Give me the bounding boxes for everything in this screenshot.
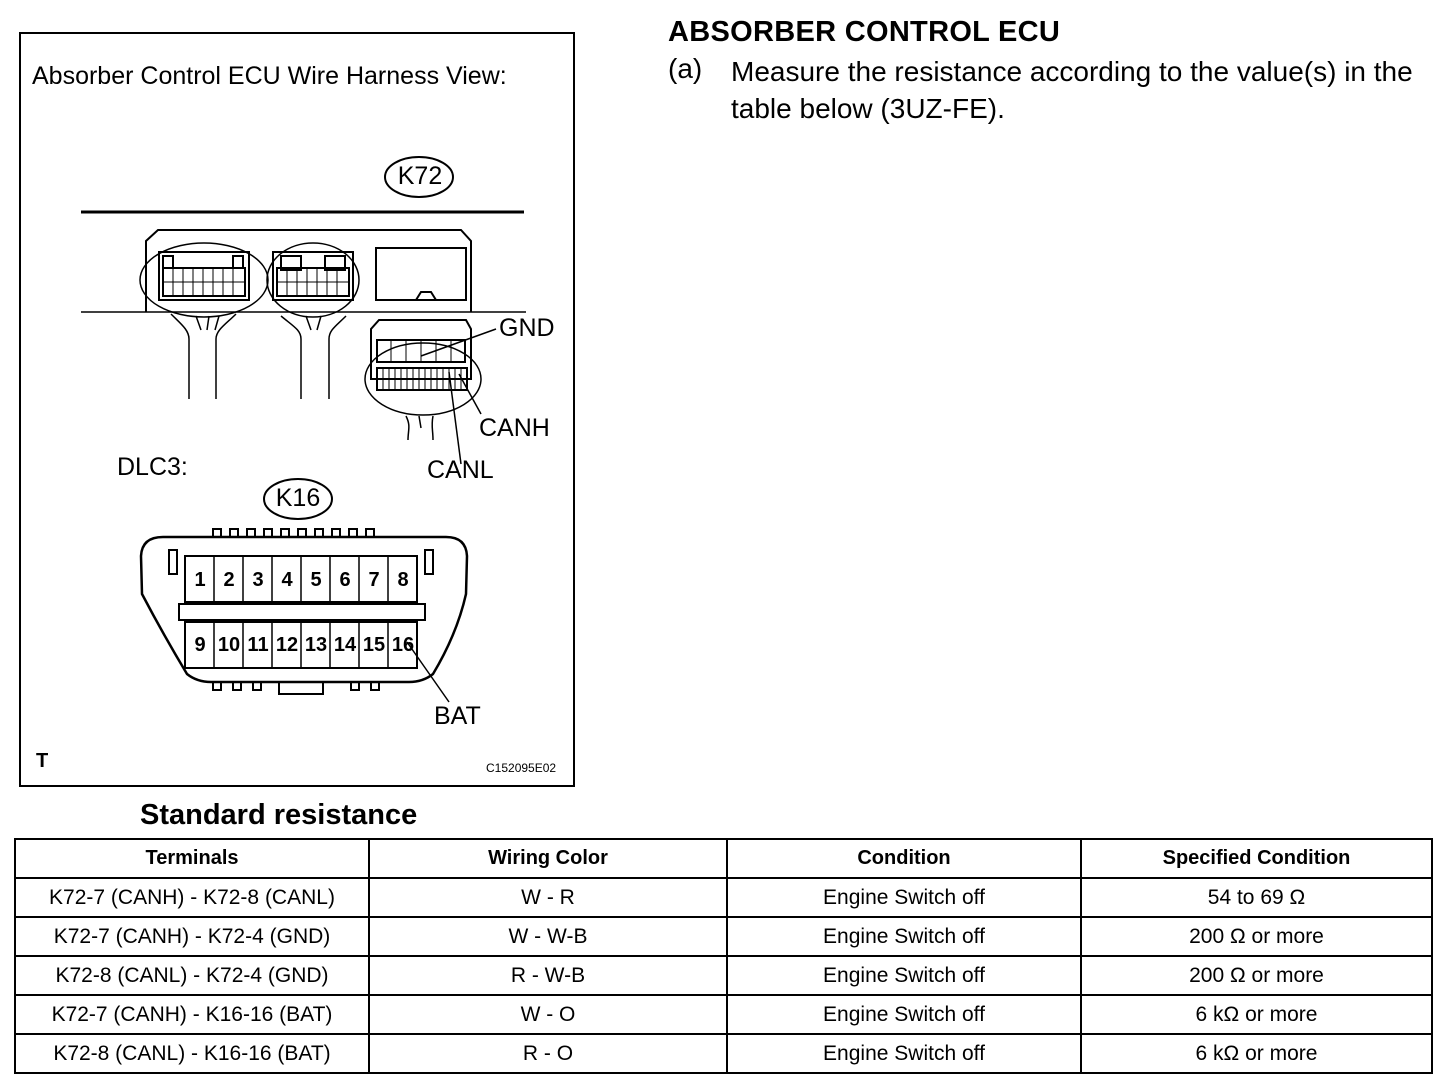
table-row: K72-7 (CANH) - K72-8 (CANL) W - R Engine… [14,877,1433,918]
table-row: K72-8 (CANL) - K16-16 (BAT) R - O Engine… [14,1033,1433,1074]
table-cell: 200 Ω or more [1080,955,1433,996]
table-row: K72-7 (CANH) - K16-16 (BAT) W - O Engine… [14,994,1433,1035]
table-cell: 54 to 69 Ω [1080,877,1433,918]
step-label: (a) [668,53,703,84]
table-cell: K72-8 (CANL) - K16-16 (BAT) [14,1033,370,1074]
dlc-pin: 2 [223,569,235,591]
column-header: Terminals [14,838,370,879]
figure-title: Absorber Control ECU Wire Harness View: [32,62,507,90]
dlc-pin: 13 [304,634,328,656]
bat-label: BAT [434,702,481,730]
table-cell: W - O [368,994,728,1035]
table-cell: K72-7 (CANH) - K72-8 (CANL) [14,877,370,918]
table-cell: R - O [368,1033,728,1074]
harness-drawing [81,156,526,703]
dlc-pin: 3 [252,569,264,591]
figure-code: C152095E02 [486,761,557,775]
dlc-pin: 10 [217,634,241,656]
corner-mark: T [36,750,49,772]
table-cell: Engine Switch off [726,994,1082,1035]
table-row: K72-7 (CANH) - K72-4 (GND) W - W-B Engin… [14,916,1433,957]
k16-connector-label: K16 [275,484,321,512]
column-header: Condition [726,838,1082,879]
table-header-row: Terminals Wiring Color Condition Specifi… [14,838,1433,879]
standard-resistance-table: Terminals Wiring Color Condition Specifi… [14,838,1433,1074]
dlc-pin: 7 [368,569,380,591]
table-cell: W - R [368,877,728,918]
table-row: K72-8 (CANL) - K72-4 (GND) R - W-B Engin… [14,955,1433,996]
table-cell: 200 Ω or more [1080,916,1433,957]
dlc3-label: DLC3: [117,453,188,481]
step-text: Measure the resistance according to the … [731,56,1413,124]
k72-callout-ellipse [384,156,454,198]
gnd-label: GND [499,314,555,342]
table-cell: K72-8 (CANL) - K72-4 (GND) [14,955,370,996]
column-header: Specified Condition [1080,838,1433,879]
table-cell: K72-7 (CANH) - K72-4 (GND) [14,916,370,957]
dlc-pin: 11 [247,634,269,656]
table-cell: K72-7 (CANH) - K16-16 (BAT) [14,994,370,1035]
table-title: Standard resistance [140,799,418,831]
dlc-pin: 12 [275,634,299,656]
dlc-pin: 4 [281,569,293,591]
dlc-pin: 14 [333,634,357,656]
dlc-pin: 5 [310,569,322,591]
table-cell: Engine Switch off [726,955,1082,996]
table-cell: 6 kΩ or more [1080,994,1433,1035]
wire-harness-figure: Absorber Control ECU Wire Harness View: … [19,32,575,787]
table-cell: R - W-B [368,955,728,996]
dlc-pin: 6 [339,569,351,591]
dlc-pin: 1 [194,569,206,591]
section-heading: ABSORBER CONTROL ECU [668,16,1061,48]
canh-label: CANH [479,414,550,442]
dlc-pin: 9 [194,634,206,656]
table-cell: Engine Switch off [726,1033,1082,1074]
k72-connector-label: K72 [397,162,443,190]
table-cell: 6 kΩ or more [1080,1033,1433,1074]
table-cell: Engine Switch off [726,916,1082,957]
table-cell: Engine Switch off [726,877,1082,918]
dlc-pin: 15 [362,634,386,656]
canl-label: CANL [427,456,494,484]
column-header: Wiring Color [368,838,728,879]
table-cell: W - W-B [368,916,728,957]
dlc-pin: 16 [391,634,415,656]
dlc-pin: 8 [397,569,409,591]
